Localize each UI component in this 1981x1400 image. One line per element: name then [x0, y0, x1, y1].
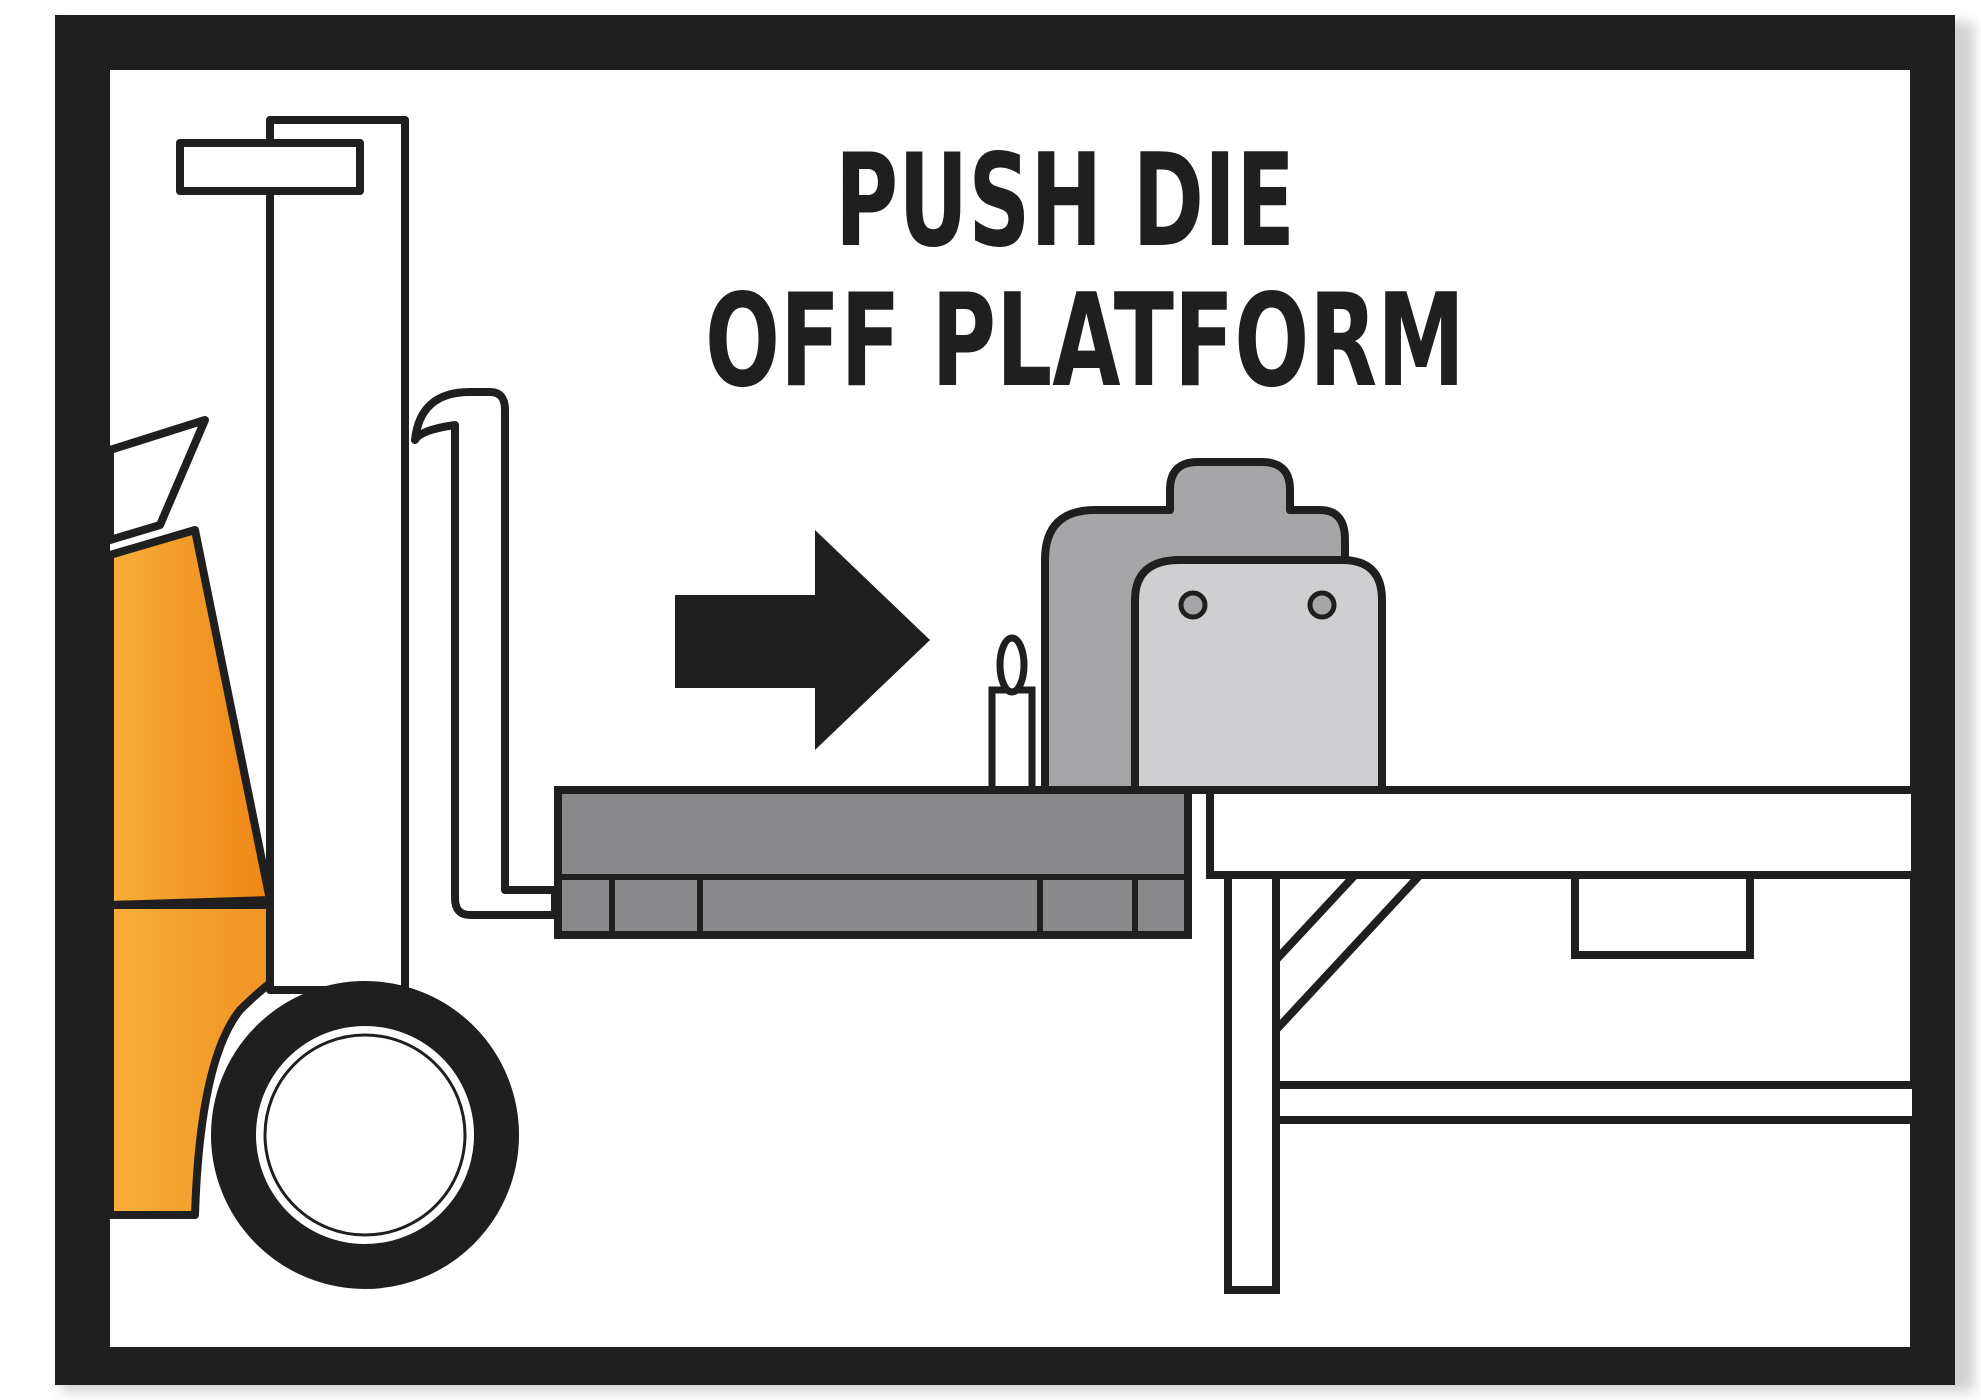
die-bolt-right: [1310, 593, 1334, 617]
die-bolt-left: [1181, 593, 1205, 617]
fork-platform: [558, 790, 1188, 935]
platform-body: [558, 790, 1188, 935]
forklift-mast-top: [180, 143, 360, 191]
table-leg: [1228, 875, 1276, 1290]
die-block-icon: [1045, 462, 1382, 790]
title-line-1: PUSH DIE: [835, 127, 1295, 276]
title-line-2: OFF PLATFORM: [705, 267, 1465, 416]
table-drawer: [1575, 875, 1750, 955]
forklift-mast: [270, 120, 405, 990]
table-rail: [1276, 1085, 1916, 1120]
push-handle-icon: [992, 638, 1032, 790]
die-front-plate: [1135, 560, 1382, 790]
table-top: [1210, 790, 1915, 875]
